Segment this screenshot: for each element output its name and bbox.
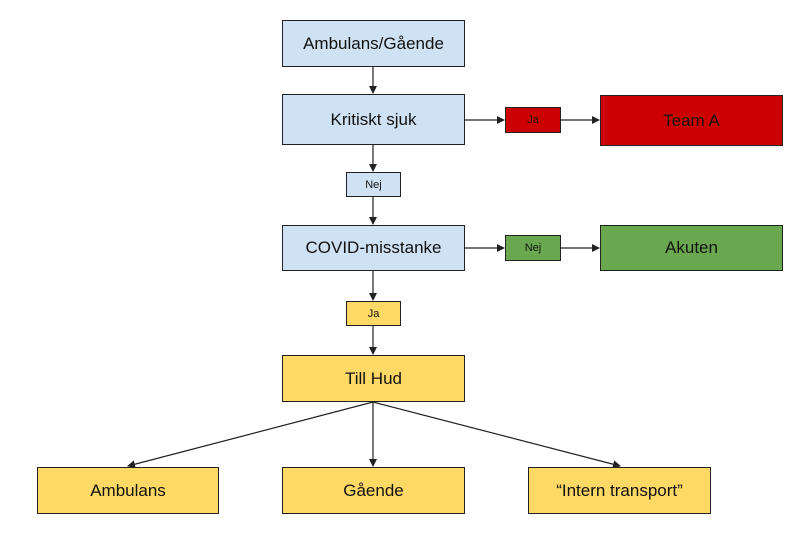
node-team-a: Team A [600, 95, 783, 146]
node-ambulans: Ambulans [37, 467, 219, 514]
label-nej-green: Nej [505, 235, 561, 261]
edge-tillhud-to-ambulans [127, 401, 374, 469]
node-covid-misstanke: COVID-misstanke [282, 225, 465, 271]
node-gaende: Gående [282, 467, 465, 514]
label-ja-yellow: Ja [346, 301, 401, 326]
node-kritiskt-sjuk: Kritiskt sjuk [282, 94, 465, 145]
node-intern-transport: “Intern transport” [528, 467, 711, 514]
label-nej-blue: Nej [346, 172, 401, 197]
edge-tillhud-to-intern [372, 401, 621, 469]
label-ja-red: Ja [505, 107, 561, 133]
node-till-hud: Till Hud [282, 355, 465, 402]
node-akuten: Akuten [600, 225, 783, 271]
node-ambulans-gaende: Ambulans/Gående [282, 20, 465, 67]
